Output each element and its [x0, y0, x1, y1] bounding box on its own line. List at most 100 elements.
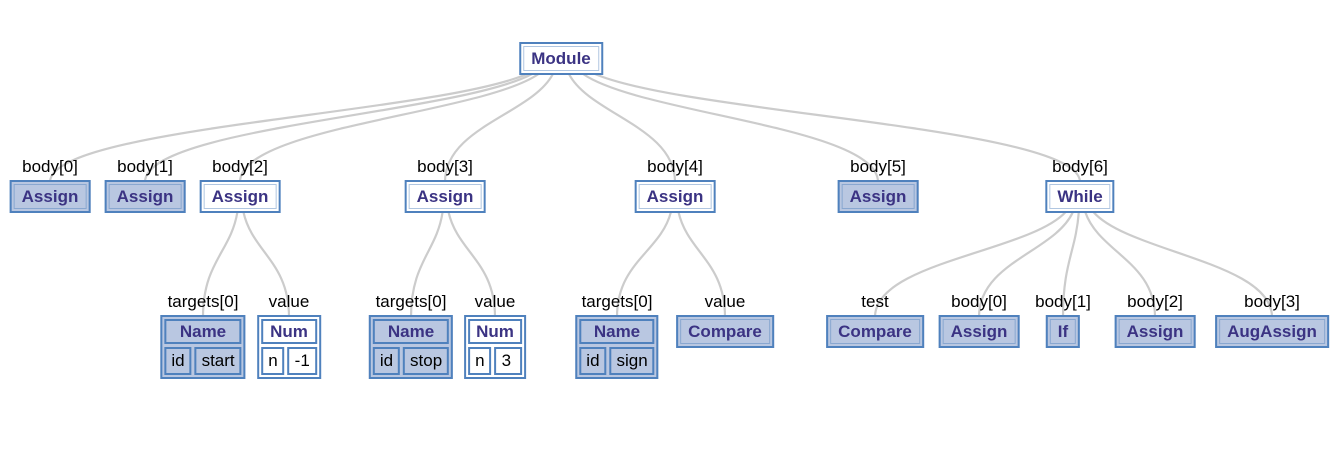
node-type-label: Assign	[408, 184, 482, 209]
node-type-label: Assign	[942, 319, 1016, 344]
edge-label-body-2-targets-0: targets[0]	[167, 292, 239, 311]
field-value: start	[194, 347, 242, 375]
node-box-body-3[interactable]: Assign	[404, 180, 486, 213]
edge-label-body-6-test: test	[861, 292, 889, 311]
node-type-label: Name	[164, 319, 242, 344]
ast-node-body-6-body-3: AugAssign	[1215, 315, 1329, 348]
node-type-label: Assign	[13, 184, 87, 209]
node-box-body-5[interactable]: Assign	[837, 180, 919, 213]
edge-label-body-3-value: value	[474, 292, 516, 311]
tree-edge-body-4-targets-0	[615, 210, 673, 319]
node-box-module[interactable]: Module	[519, 42, 603, 75]
node-box-body-6-body-0[interactable]: Assign	[938, 315, 1020, 348]
ast-node-body-6-body-1: If	[1045, 315, 1081, 348]
node-box-body-6[interactable]: While	[1045, 180, 1115, 213]
edge-label-body-4-targets-0: targets[0]	[581, 292, 653, 311]
edge-label-body-2-value: value	[268, 292, 310, 311]
node-type-label: Compare	[680, 319, 770, 344]
node-type-label: Assign	[203, 184, 277, 209]
node-type-label: Assign	[1118, 319, 1192, 344]
edge-label-body-0: body[0]	[22, 157, 78, 176]
node-box-body-4[interactable]: Assign	[634, 180, 716, 213]
ast-node-body-6-body-0: Assign	[938, 315, 1020, 348]
tree-edge-body-2-targets-0	[201, 210, 239, 319]
tree-edge-body-6-test	[873, 210, 1067, 319]
edge-label-body-5: body[5]	[850, 157, 906, 176]
node-fields-row: n-1	[261, 347, 317, 375]
edge-label-body-1: body[1]	[117, 157, 173, 176]
node-box-body-1[interactable]: Assign	[104, 180, 186, 213]
ast-node-body-2: Assign	[199, 180, 281, 213]
tree-edge-body-6-body-2	[1084, 210, 1157, 319]
edge-label-body-2: body[2]	[212, 157, 268, 176]
ast-node-body-6-test: Compare	[826, 315, 924, 348]
ast-node-body-5: Assign	[837, 180, 919, 213]
node-box-body-6-test[interactable]: Compare	[826, 315, 924, 348]
edge-label-body-6: body[6]	[1052, 157, 1108, 176]
node-type-label: Compare	[830, 319, 920, 344]
node-type-label: Assign	[108, 184, 182, 209]
edge-label-body-6-body-0: body[0]	[951, 292, 1007, 311]
field-key: id	[579, 347, 607, 375]
field-value: -1	[287, 347, 317, 375]
ast-node-body-3: Assign	[404, 180, 486, 213]
tree-edge-body-2-value	[242, 210, 291, 319]
tree-edge-body-5	[582, 72, 880, 184]
ast-node-body-0: Assign	[9, 180, 91, 213]
ast-node-body-6: While	[1045, 180, 1115, 213]
node-box-body-6-body-3[interactable]: AugAssign	[1215, 315, 1329, 348]
field-value: sign	[609, 347, 655, 375]
edge-label-body-6-body-1: body[1]	[1035, 292, 1091, 311]
field-key: n	[261, 347, 285, 375]
field-value: stop	[403, 347, 450, 375]
field-value: 3	[494, 347, 522, 375]
ast-node-module: Module	[519, 42, 603, 75]
tree-edge-body-4	[567, 72, 677, 184]
tree-edge-body-0	[48, 72, 529, 184]
field-key: n	[468, 347, 492, 375]
edge-label-body-3: body[3]	[417, 157, 473, 176]
node-type-label: Module	[523, 46, 599, 71]
node-type-label: AugAssign	[1219, 319, 1325, 344]
tree-edge-body-1	[143, 72, 533, 184]
node-type-label: Name	[372, 319, 450, 344]
edge-label-body-4: body[4]	[647, 157, 703, 176]
node-type-label: Assign	[638, 184, 712, 209]
node-box-body-2[interactable]: Assign	[199, 180, 281, 213]
edge-label-body-6-body-3: body[3]	[1244, 292, 1300, 311]
node-box-body-0[interactable]: Assign	[9, 180, 91, 213]
node-box-body-4-value[interactable]: Compare	[676, 315, 774, 348]
edge-label-body-4-value: value	[704, 292, 746, 311]
tree-edge-body-6-body-1	[1061, 210, 1080, 319]
node-box-body-6-body-1[interactable]: If	[1045, 315, 1081, 348]
node-type-label: Assign	[841, 184, 915, 209]
node-type-label: Name	[579, 319, 655, 344]
tree-edge-body-4-value	[677, 210, 727, 319]
tree-edge-body-2	[238, 72, 540, 184]
node-box-body-6-body-2[interactable]: Assign	[1114, 315, 1196, 348]
tree-edge-body-3-targets-0	[409, 210, 444, 319]
tree-edge-body-6-body-3	[1092, 210, 1274, 319]
tree-edge-body-3	[443, 72, 554, 184]
tree-edge-body-3-value	[447, 210, 497, 319]
ast-node-body-4-value: Compare	[676, 315, 774, 348]
field-key: id	[372, 347, 401, 375]
node-type-label: Num	[468, 319, 522, 344]
edge-label-body-6-body-2: body[2]	[1127, 292, 1183, 311]
tree-edge-body-6	[593, 72, 1082, 184]
edge-label-body-3-targets-0: targets[0]	[375, 292, 447, 311]
